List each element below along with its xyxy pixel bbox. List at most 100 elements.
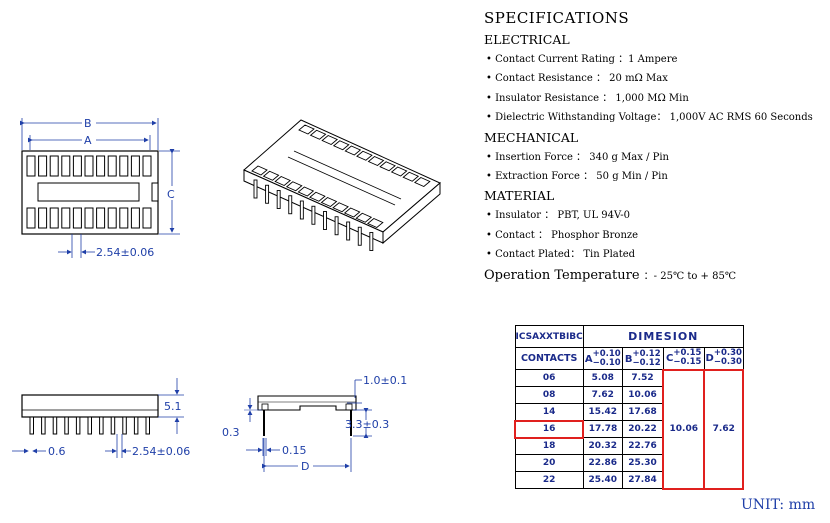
pin-window [61,155,71,177]
iso-socket [356,150,373,161]
table-cell-a: 15.42 [582,403,623,421]
dim-zero-three: 0.3 [222,426,240,439]
iso-socket [402,171,420,182]
electrical-item: • Contact Current Rating ：1 Ampere [486,54,678,65]
iso-socket [321,134,339,146]
table-cell-b: 10.06 [621,386,664,404]
table-cell-contacts-highlight: 16 [513,419,585,439]
pin-window [49,155,59,177]
iso-socket [274,175,292,187]
side-pin [122,416,127,435]
dim-height: 5.1 [164,400,182,413]
table-cell-b: 20.22 [621,420,664,438]
material-heading: MATERIAL [484,188,555,204]
dim-b-label: B [84,117,92,130]
pin-window [96,207,106,229]
pin-window [38,207,48,229]
mechanical-item: • Extraction Force ： 50 g Min / Pin [486,170,668,182]
pin-window [119,155,129,177]
operation-value: ：- 25℃ to + 85℃ [643,270,737,282]
operation-temperature: Operation Temperature ：- 25℃ to + 85℃ [484,265,824,287]
iso-socket [332,202,349,213]
unit-label: UNIT: mm [741,497,816,513]
col-c-header: C+0.15−0.15 [662,347,705,370]
iso-socket [390,166,408,177]
pin-window [130,155,140,177]
iso-pin [323,211,327,230]
iso-pin [369,232,374,251]
side-pin [133,416,139,435]
iso-pin [334,216,339,236]
electrical-item: • Contact Resistance ： 20 mΩ Max [486,73,668,85]
pin-window [107,207,117,229]
pin-window [26,155,36,177]
table-cell-contacts: 14 [514,403,584,421]
mechanical-heading: MECHANICAL [484,129,579,145]
pin-window [72,207,82,229]
dim-c-label: C [167,188,175,201]
col-d-header: D+0.30−0.30 [703,347,744,370]
iso-pin [253,179,258,199]
pin-window [142,155,152,177]
top-view-drawing: B A C 2.54±0.06 [20,117,180,259]
iso-socket [332,140,350,151]
table-cell-a: 7.62 [582,386,623,404]
side-view-drawing: 5.1 0.6 2.54±0.06 [12,378,190,458]
dim-pin-width: 0.6 [48,445,66,458]
side-pin [99,416,104,435]
iso-socket [320,196,338,208]
side-pin [52,416,58,435]
iso-socket [413,176,431,188]
iso-socket [344,145,362,156]
iso-socket [309,129,327,140]
dim-a-label: A [84,134,92,147]
iso-socket [355,212,373,223]
pin-window [84,155,94,177]
table-cell-b: 17.68 [621,403,664,421]
electrical-item: • Dielectric Withstanding Voltage： 1,000… [486,112,813,124]
pin-window [72,155,82,177]
material-item: • Insulator ： PBT, UL 94V-0 [486,210,631,222]
pin-window [142,207,152,229]
dimesion-header: DIMESION [582,325,744,348]
table-cell-contacts: 22 [514,471,584,489]
material-item: • Contact Plated： Tin Plated [486,249,636,261]
material-item: • Contact ： Phosphor Bronze [486,229,639,241]
table-cell-b: 22.76 [621,437,664,455]
table-cell-b: 27.84 [621,471,664,489]
operation-label: Operation Temperature [484,267,640,283]
iso-socket [309,191,326,202]
specifications-panel: SPECIFICATIONS ELECTRICAL • Contact Curr… [484,6,824,287]
iso-socket [285,181,303,192]
iso-socket [251,165,268,176]
pin-window [84,207,94,229]
end-view-drawing: 1.0±0.1 0.3 3.3±0.3 0.15 D [222,374,407,473]
side-pin [64,416,69,435]
c-value-cell: 10.06 [662,368,706,490]
iso-pin [346,221,351,241]
table-cell-a: 22.86 [582,454,623,472]
pin-window [26,207,36,229]
electrical-item: • Insulator Resistance ： 1,000 MΩ Min [486,92,689,104]
side-pin [87,416,92,435]
iso-pin [299,200,304,220]
d-value-cell: 7.62 [703,368,745,490]
iso-pin [265,184,270,204]
isometric-view-drawing [243,119,441,251]
table-cell-a: 25.40 [582,471,623,489]
col-b-header: B+0.12−0.12 [621,347,664,370]
iso-socket [366,217,384,229]
iso-socket [379,161,396,172]
table-cell-a: 5.08 [582,369,623,387]
table-cell-contacts: 08 [514,386,584,404]
dim-d-label: D [301,460,309,473]
table-cell-a: 17.78 [582,420,623,438]
iso-socket [297,186,315,197]
iso-socket [367,155,385,167]
mechanical-item: • Insertion Force ： 340 g Max / Pin [486,151,670,163]
table-cell-contacts: 06 [514,369,584,387]
side-pin [145,416,150,435]
dim-one: 1.0±0.1 [363,374,407,387]
dim-three-three: 3.3±0.3 [345,418,389,431]
